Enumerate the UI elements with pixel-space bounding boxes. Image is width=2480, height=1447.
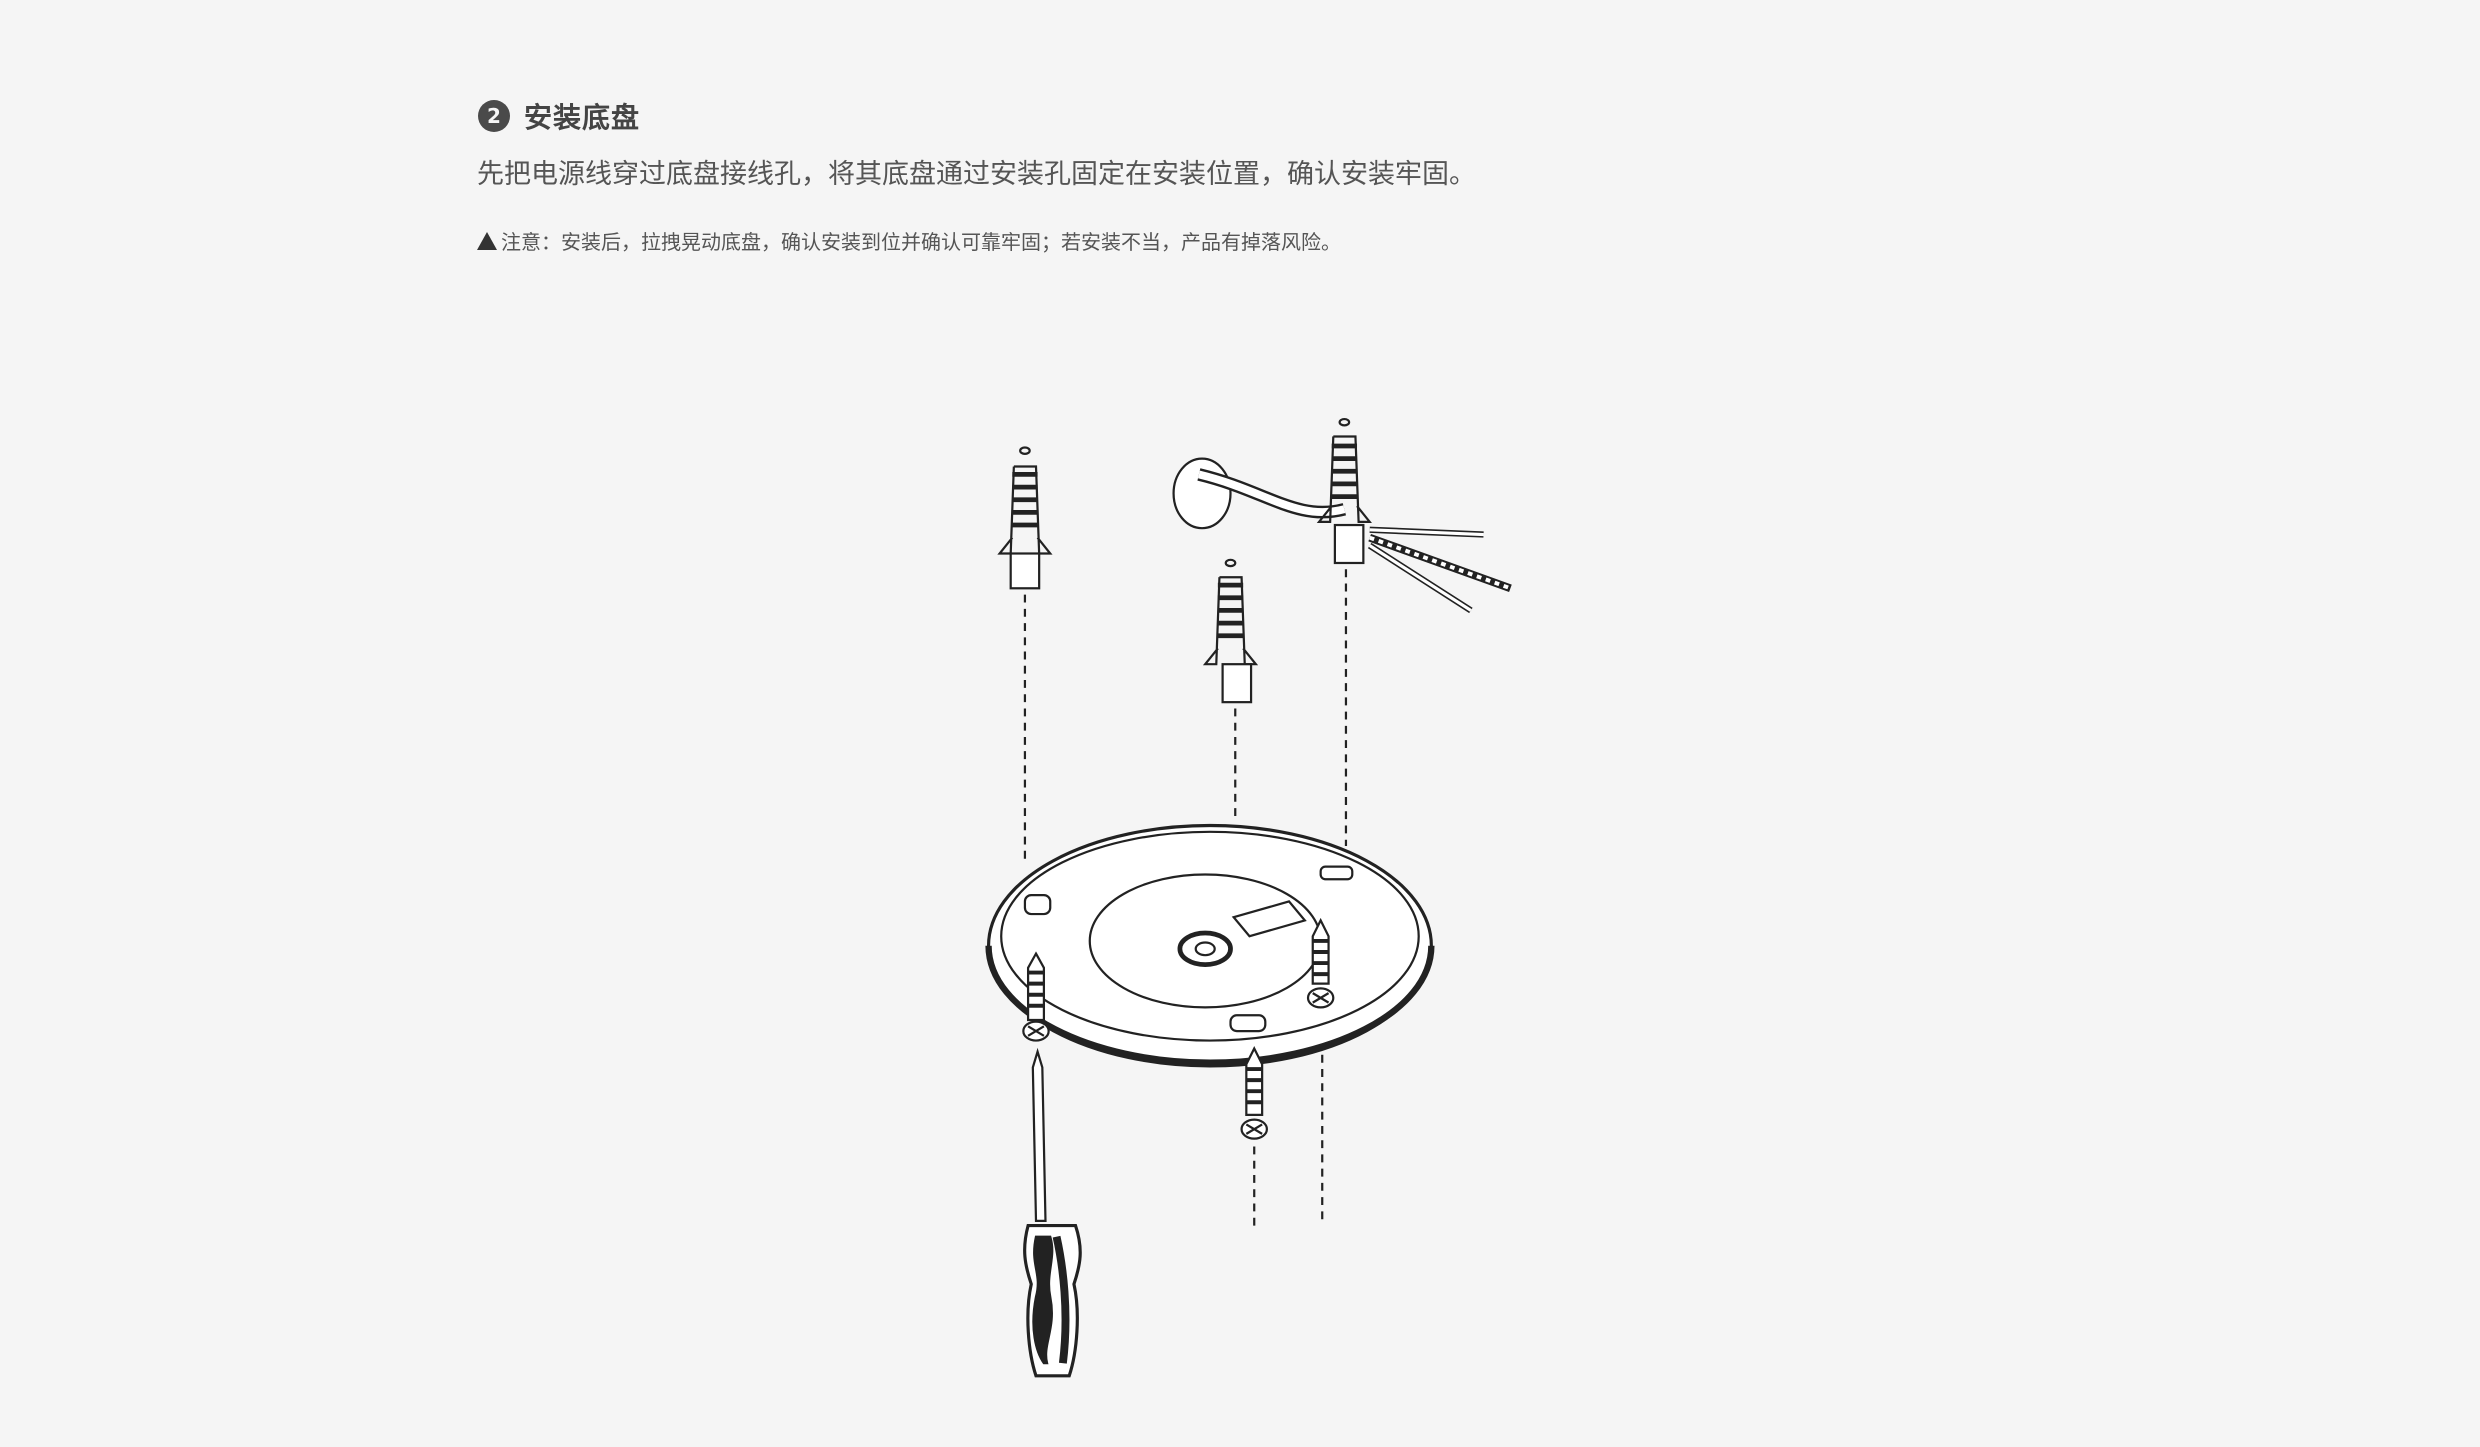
warning-note-text: 注意：安装后，拉拽晃动底盘，确认安装到位并确认可靠牢固；若安装不当，产品有掉落风… <box>501 230 1341 254</box>
ceiling-base-plate <box>985 823 1435 1068</box>
wall-plug-anchor <box>1202 558 1259 704</box>
wall-plug-anchor <box>997 446 1053 590</box>
step-number-badge: 2 <box>478 100 510 132</box>
screw <box>1240 1046 1268 1140</box>
screw <box>1022 951 1050 1042</box>
screw <box>1306 917 1335 1009</box>
step-title: 安装底盘 <box>524 101 641 134</box>
screwdriver <box>1023 1047 1082 1378</box>
step-instruction: 先把电源线穿过底盘接线孔，将其底盘通过安装孔固定在安装位置，确认安装牢固。 <box>477 159 1476 190</box>
warning-triangle-icon <box>477 231 497 250</box>
step-heading: 2 安装底盘 <box>478 96 640 136</box>
warning-note: 注意：安装后，拉拽晃动底盘，确认安装到位并确认可靠牢固；若安装不当，产品有掉落风… <box>477 226 1341 255</box>
wall-plug-anchor <box>1316 417 1372 565</box>
